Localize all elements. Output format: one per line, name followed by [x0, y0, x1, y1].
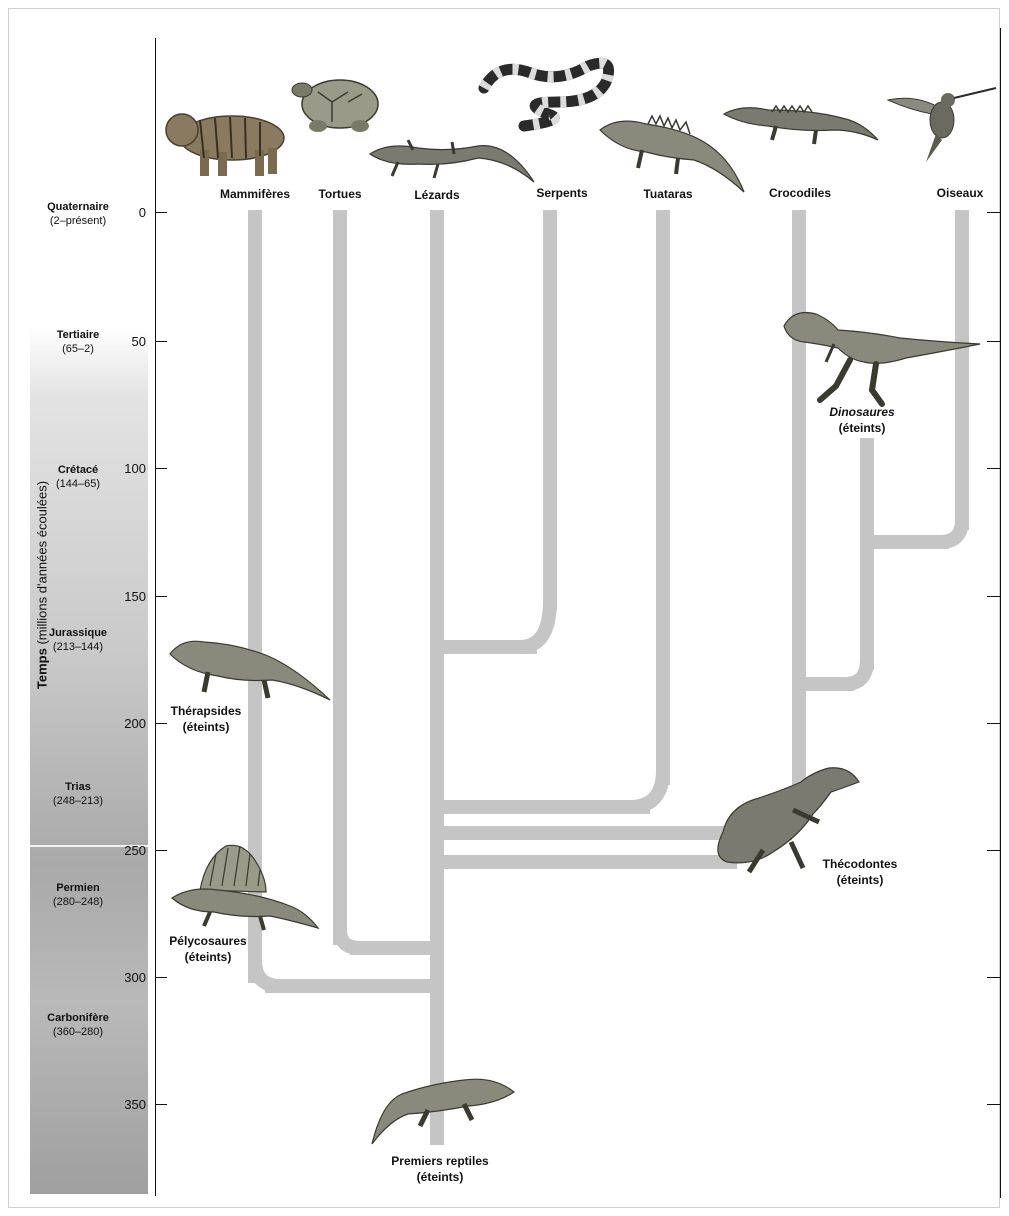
snake-illustration: [478, 58, 618, 130]
tiger-illustration: [160, 100, 295, 182]
label-mammiferes: Mammifères: [220, 187, 290, 201]
label-therapsides: Thérapsides (éteints): [171, 703, 242, 735]
therapsid-illustration: [168, 632, 332, 704]
label-pelycosaures: Pélycosaures (éteints): [169, 933, 246, 965]
bird-illustration: [886, 84, 998, 164]
label-premiers-reptiles: Premiers reptiles (éteints): [391, 1153, 488, 1185]
label-crocodiles: Crocodiles: [769, 186, 831, 200]
turtle-illustration: [288, 72, 388, 144]
label-serpents: Serpents: [536, 186, 587, 200]
label-tortues: Tortues: [318, 187, 361, 201]
pelycosaur-illustration: [170, 840, 320, 932]
lizard-illustration: [368, 136, 536, 184]
crocodile-illustration: [722, 100, 880, 146]
dinosaur-illustration: [780, 304, 982, 408]
thecodont-illustration: [703, 762, 861, 874]
label-oiseaux: Oiseaux: [937, 186, 984, 200]
label-lezards: Lézards: [414, 188, 459, 202]
label-dinosaures: Dinosaures (éteints): [829, 404, 894, 436]
early-reptile-illustration: [368, 1070, 516, 1146]
